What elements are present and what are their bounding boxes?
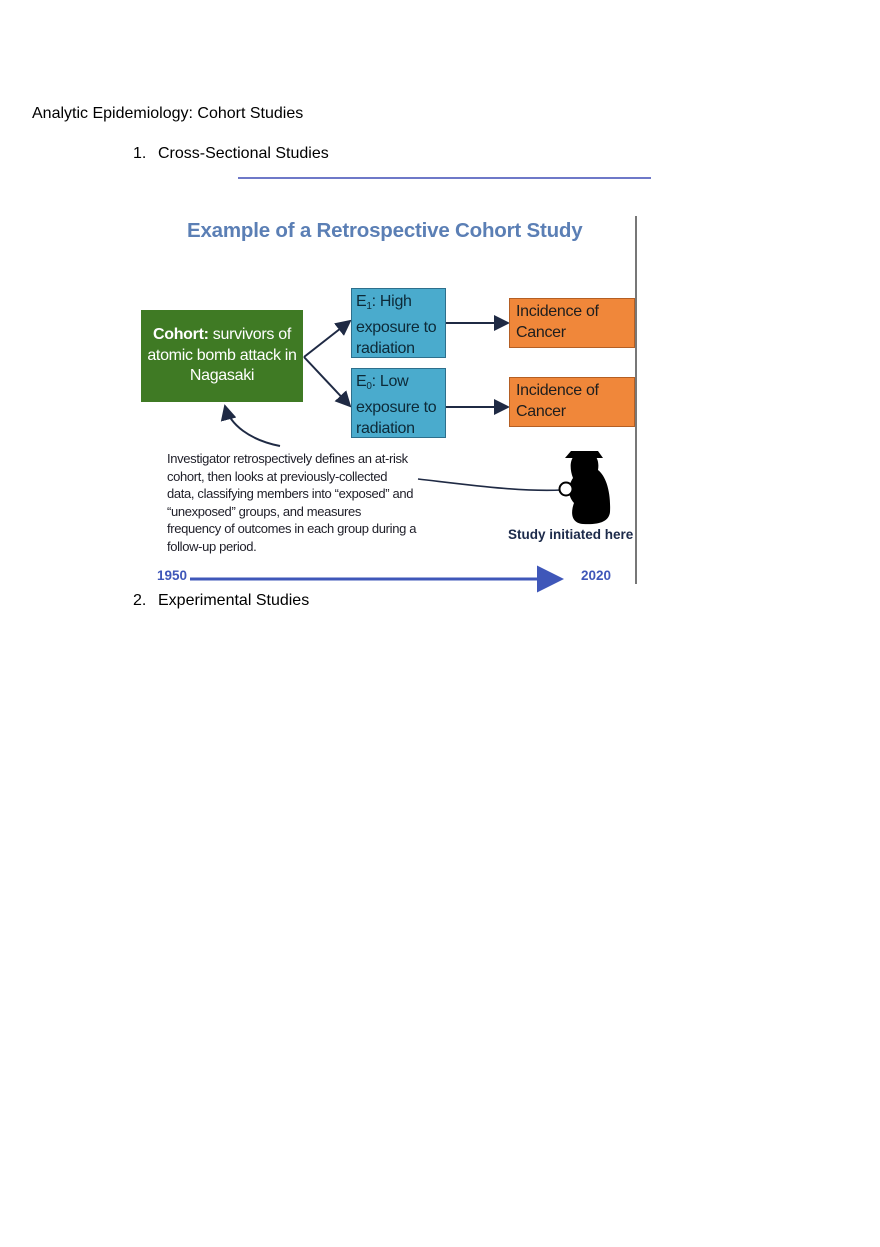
arrow-cohort-to-low (303, 356, 352, 408)
study-initiated-label: Study initiated here (508, 527, 634, 542)
cohort-box: Cohort: survivors of atomic bomb attack … (141, 310, 303, 402)
divider-rule (238, 177, 651, 179)
outcome-box-2: Incidence of Cancer (509, 377, 635, 427)
exposure-high-symbol: E (356, 293, 367, 310)
vertical-divider (635, 216, 637, 584)
list-text: Cross-Sectional Studies (158, 145, 329, 162)
exposure-low-subscript: 0 (366, 381, 372, 392)
cohort-label: Cohort: (152, 326, 209, 343)
list-number: 2. (133, 592, 147, 609)
list-text: Experimental Studies (158, 592, 310, 609)
exposure-low-text: : Low exposure to radiation (356, 373, 437, 437)
document-title: Analytic Epidemiology: Cohort Studies (32, 105, 304, 122)
outcome-box-1: Incidence of Cancer (509, 298, 635, 348)
detective-icon (565, 451, 611, 525)
arrow-cohort-to-high (303, 319, 352, 358)
timeline-start-year: 1950 (157, 568, 188, 583)
cohort-description: survivors of atomic bomb attack in Nagas… (147, 326, 297, 384)
arrow-curve-to-cohort (220, 404, 281, 447)
exposure-high-text: : High exposure to radiation (356, 293, 437, 357)
magnifying-glass-icon (558, 481, 577, 501)
exposure-high-box: E1: High exposure to radiation (351, 288, 446, 358)
figure-description: Investigator retrospectively defines an … (167, 451, 417, 554)
figure-title: Example of a Retrospective Cohort Study (187, 219, 583, 242)
line-to-detective (417, 478, 563, 492)
exposure-low-box: E0: Low exposure to radiation (351, 368, 446, 438)
figure-connectors (190, 315, 611, 593)
exposure-low-symbol: E (356, 373, 367, 390)
timeline-end-year: 2020 (581, 568, 612, 583)
list-number: 1. (133, 145, 147, 162)
cohort-study-figure: Example of a Retrospective Cohort Study … (140, 200, 650, 595)
exposure-high-subscript: 1 (366, 301, 372, 312)
